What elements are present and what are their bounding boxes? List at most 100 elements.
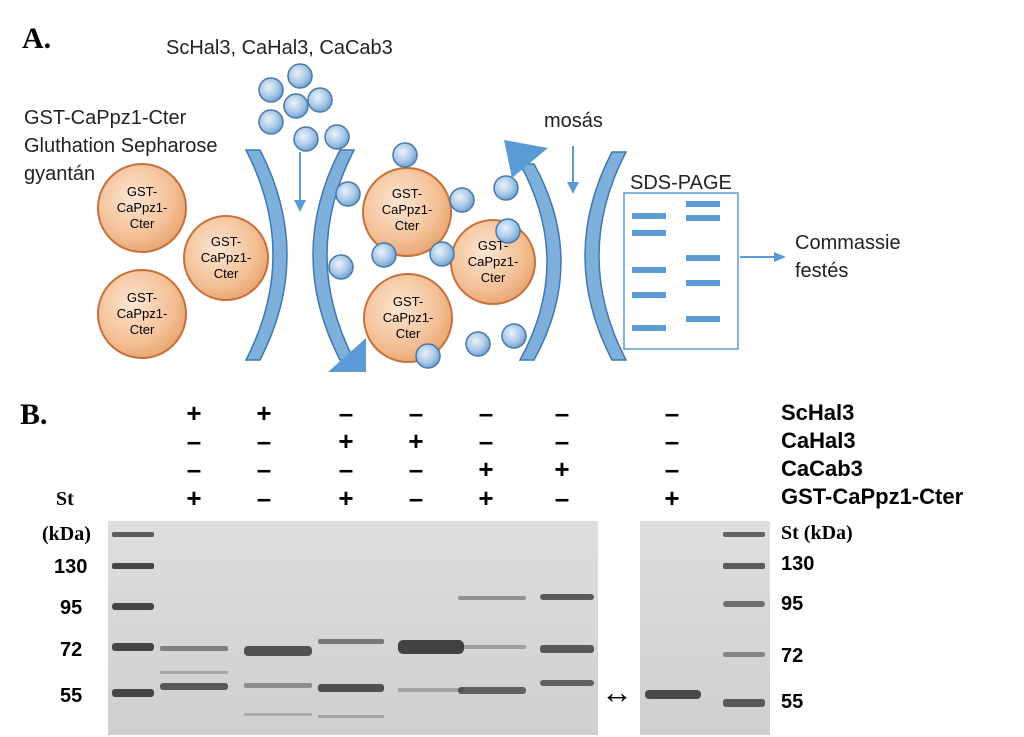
kda-label-left: (kDa) [42, 523, 91, 545]
marker-left-72: 72 [60, 639, 82, 661]
proteins-label: ScHal3, CaHal3, CaCab3 [166, 37, 393, 59]
stain-label-line-2: festés [795, 260, 848, 282]
sign-r3-c4: – [409, 454, 423, 484]
bead-5: GST- CaPpz1- Cter [450, 219, 536, 305]
bead-4: GST- CaPpz1- Cter [362, 167, 452, 257]
marker-right-95: 95 [781, 593, 803, 615]
bead-5-line-2: CaPpz1- [468, 254, 519, 269]
st-kda-label-right: St (kDa) [781, 522, 853, 544]
panel-a-label: A. [22, 22, 51, 55]
resin-label-line-2: Gluthation Sepharose [24, 135, 217, 157]
stain-label-line-1: Commassie [795, 232, 901, 254]
sign-r4-c4: – [409, 483, 423, 513]
marker-right-72: 72 [781, 645, 803, 667]
st-label-left: St [56, 488, 74, 510]
sign-r2-c1: – [187, 426, 201, 456]
sign-grid: + + – – – – – – – + + – – – – – – – + + … [186, 398, 679, 513]
sign-r3-c7: – [665, 454, 679, 484]
bead-6-line-2: CaPpz1- [383, 310, 434, 325]
bead-1: GST- CaPpz1- Cter [97, 163, 187, 253]
sds-page-box [623, 192, 739, 350]
bead-2-line-3: Cter [214, 266, 239, 281]
sign-r1-c7: – [665, 398, 679, 428]
marker-left-55: 55 [60, 685, 82, 707]
bead-4-line-2: CaPpz1- [382, 202, 433, 217]
stain-arrow [740, 252, 786, 262]
protein-balls-top [258, 63, 350, 152]
sign-r3-c5: + [478, 454, 493, 484]
sign-r4-c2: – [257, 483, 271, 513]
marker-right-55: 55 [781, 691, 803, 713]
sign-r3-c6: + [554, 454, 569, 484]
resin-label-line-1: GST-CaPpz1-Cter [24, 107, 187, 129]
row-name-cahal3: CaHal3 [781, 428, 856, 453]
row-name-cacab3: CaCab3 [781, 456, 863, 481]
markers-right: 130 95 72 55 [781, 553, 814, 713]
wash-label: mosás [544, 110, 603, 132]
tube-1 [244, 149, 366, 372]
resin-label: GST-CaPpz1-Cter Gluthation Sepharose gya… [24, 107, 217, 185]
marker-left-95: 95 [60, 597, 82, 619]
sign-r2-c2: – [257, 426, 271, 456]
marker-left-130: 130 [54, 556, 87, 578]
marker-right-130: 130 [781, 553, 814, 575]
sign-r1-c2: + [256, 398, 271, 428]
bead-3-line-3: Cter [130, 322, 155, 337]
sign-r1-c6: – [555, 398, 569, 428]
markers-left: 130 95 72 55 [54, 556, 87, 707]
bead-3: GST- CaPpz1- Cter [97, 269, 187, 359]
bound-beads: GST- CaPpz1- Cter GST- CaPpz1- Cter GST-… [362, 167, 536, 363]
resin-beads: GST- CaPpz1- Cter GST- CaPpz1- Cter GST-… [97, 163, 269, 359]
bead-3-line-2: CaPpz1- [117, 306, 168, 321]
sign-r2-c3: + [338, 426, 353, 456]
panel-b-label: B. [20, 398, 48, 431]
sign-r3-c2: – [257, 454, 271, 484]
bead-3-line-1: GST- [127, 290, 157, 305]
bead-5-line-3: Cter [481, 270, 506, 285]
sign-r4-c3: + [338, 483, 353, 513]
sign-r2-c4: + [408, 426, 423, 456]
sign-r1-c3: – [339, 398, 353, 428]
sign-r2-c6: – [555, 426, 569, 456]
gel-control [640, 521, 770, 735]
bead-1-line-2: CaPpz1- [117, 200, 168, 215]
bead-5-line-1: GST- [478, 238, 508, 253]
sign-r4-c5: + [478, 483, 493, 513]
sds-page-label: SDS-PAGE [630, 172, 732, 194]
bead-4-line-3: Cter [395, 218, 420, 233]
double-arrow-icon: ↔ [601, 674, 633, 710]
bead-2: GST- CaPpz1- Cter [183, 215, 269, 301]
sign-r3-c1: – [187, 454, 201, 484]
sign-r2-c7: – [665, 426, 679, 456]
ladder-right [723, 532, 765, 707]
sign-r4-c1: + [186, 483, 201, 513]
sign-r1-c4: – [409, 398, 423, 428]
sign-r3-c3: – [339, 454, 353, 484]
add-arrow [294, 152, 306, 212]
bead-4-line-1: GST- [392, 186, 422, 201]
gel-main [108, 521, 598, 735]
resin-label-line-3: gyantán [24, 163, 95, 185]
sign-r4-c7: + [664, 483, 679, 513]
row-name-gst-cappz1-cter: GST-CaPpz1-Cter [781, 484, 964, 509]
row-names: ScHal3 CaHal3 CaCab3 GST-CaPpz1-Cter [781, 400, 964, 509]
row-name-schal3: ScHal3 [781, 400, 854, 425]
bead-2-line-1: GST- [211, 234, 241, 249]
sign-r4-c6: – [555, 483, 569, 513]
bead-6: GST- CaPpz1- Cter [363, 273, 453, 363]
wash-arrow [567, 146, 579, 194]
tube-2 [504, 140, 628, 361]
bead-1-line-1: GST- [127, 184, 157, 199]
sign-r1-c1: + [186, 398, 201, 428]
sign-r2-c5: – [479, 426, 493, 456]
bead-2-line-2: CaPpz1- [201, 250, 252, 265]
protein-balls-mid [328, 142, 527, 369]
control-lane-bands [645, 690, 701, 699]
ladder-left [112, 532, 154, 697]
bead-6-line-1: GST- [393, 294, 423, 309]
bead-1-line-3: Cter [130, 216, 155, 231]
lane-bands [160, 594, 594, 718]
bead-6-line-3: Cter [396, 326, 421, 341]
sign-r1-c5: – [479, 398, 493, 428]
